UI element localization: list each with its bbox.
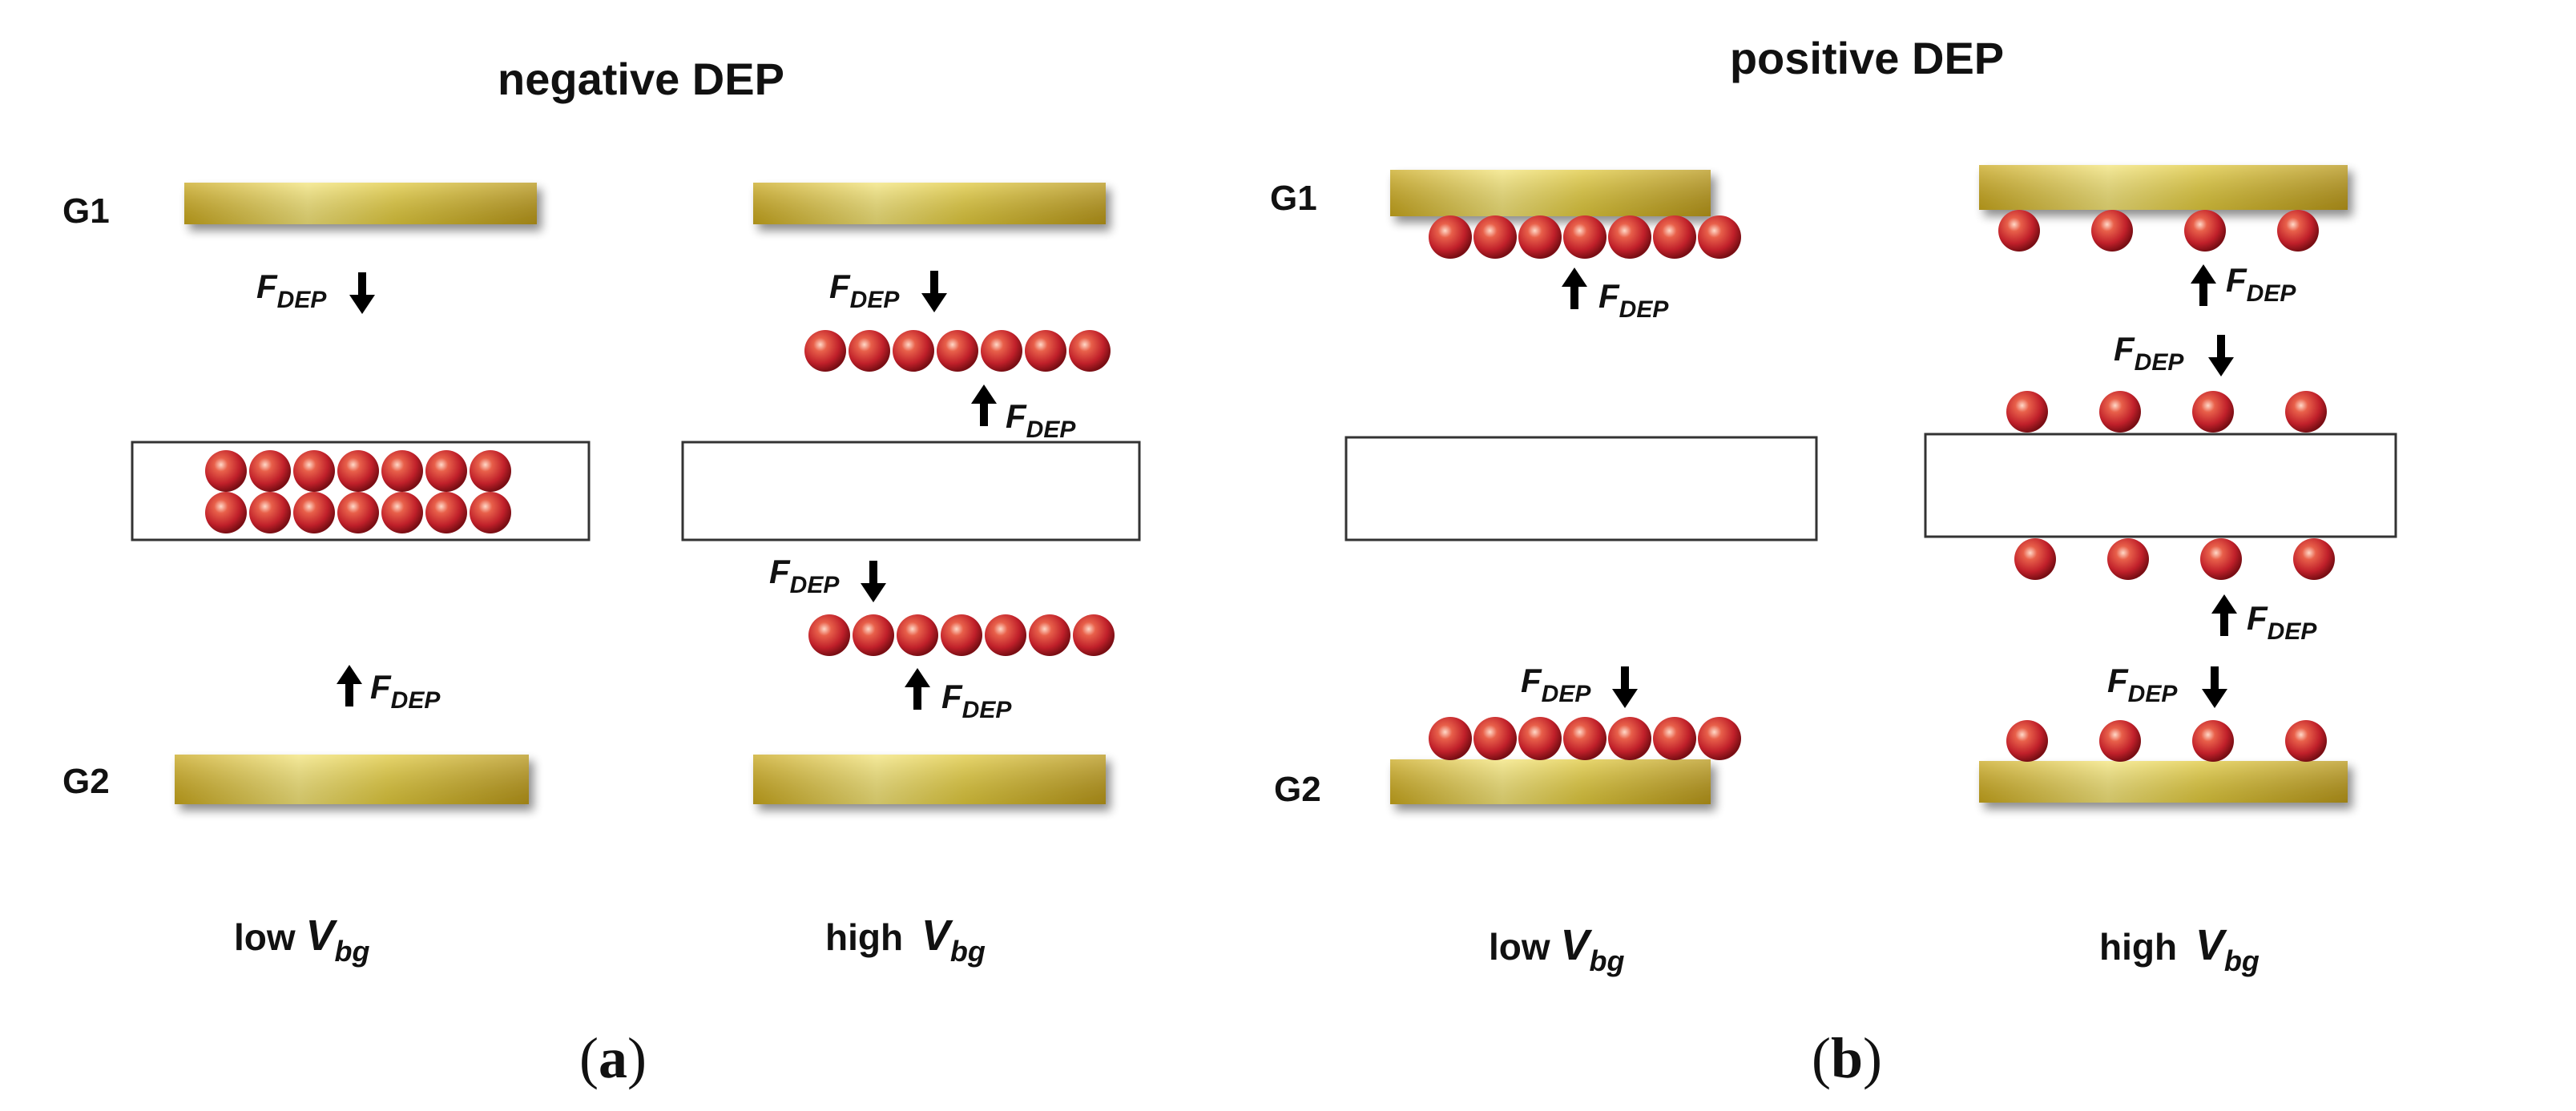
panel-a-high-force-up-bottom: FDEP <box>905 668 1012 723</box>
panel-b-high-force-up-top: FDEP <box>2191 261 2296 307</box>
force-symbol: F <box>2107 662 2129 699</box>
panel-b-high-g2-electrode <box>1979 761 2348 803</box>
down-arrow-icon <box>2208 335 2234 376</box>
panel-b-low-particles-top-row <box>1429 215 1741 259</box>
panel-a-low-force-up: FDEP <box>337 665 441 714</box>
panel-a-low-force-down: FDEP <box>256 268 375 314</box>
up-arrow-icon <box>337 665 362 706</box>
svg-text:FDEP: FDEP <box>1521 662 1591 707</box>
force-subscript: DEP <box>1619 296 1670 323</box>
force-subscript: DEP <box>962 697 1013 723</box>
force-symbol: F <box>1006 397 1027 435</box>
force-symbol: F <box>2114 330 2135 368</box>
panel-a-high-g1-electrode <box>753 183 1106 224</box>
force-symbol: F <box>2226 261 2247 299</box>
panel-a-gate-g2-label: G2 <box>62 762 110 801</box>
force-subscript: DEP <box>277 287 328 313</box>
panel-b-title: positive DEP <box>1730 33 2004 83</box>
panel-b-low-g1-electrode <box>1390 170 1711 216</box>
force-subscript: DEP <box>2247 280 2297 307</box>
panel-b-high-particles-at-g1 <box>1998 210 2319 252</box>
force-symbol: F <box>1521 662 1542 699</box>
panel-a-low-particles-bottom-row <box>205 492 511 533</box>
force-subscript: DEP <box>790 572 841 598</box>
panel-a-low-g2-electrode <box>175 755 529 804</box>
force-symbol: F <box>829 268 851 305</box>
panel-b-high-particles-below-channel <box>2014 538 2335 580</box>
force-subscript: DEP <box>1542 681 1592 707</box>
panel-a-gate-g1-label: G1 <box>62 191 110 231</box>
panel-b-high-force-down-mid: FDEP <box>2114 330 2234 376</box>
up-arrow-icon <box>2191 264 2216 306</box>
up-arrow-icon <box>971 384 997 426</box>
force-subscript: DEP <box>2268 618 2318 645</box>
force-subscript: DEP <box>1026 417 1077 443</box>
panel-a-high-particles-lower-row <box>808 614 1115 656</box>
panel-b-high-vbg-label: high Vbg <box>2099 921 2260 977</box>
svg-text:FDEP: FDEP <box>256 268 327 313</box>
force-symbol: F <box>2247 599 2268 637</box>
panel-a-high-force-down-top: FDEP <box>829 268 947 313</box>
svg-text:FDEP: FDEP <box>2107 662 2178 707</box>
panel-b-gate-g2-label: G2 <box>1274 770 1321 809</box>
panel-b-letter: (b) <box>1812 1026 1882 1090</box>
panel-a-high-force-up-top: FDEP <box>971 384 1076 443</box>
panel-b-high-channel <box>1924 433 2397 538</box>
panel-b-low-force-down: FDEP <box>1521 662 1638 708</box>
force-subscript: DEP <box>2135 349 2185 376</box>
svg-text:FDEP: FDEP <box>2226 261 2296 307</box>
panel-b-low-particles-bottom-row <box>1429 717 1741 760</box>
up-arrow-icon <box>905 668 930 710</box>
panel-a-low-g1-electrode <box>184 183 537 224</box>
svg-text:FDEP: FDEP <box>829 268 900 313</box>
down-arrow-icon <box>1612 666 1638 708</box>
panel-a-low-vbg-label: low Vbg <box>234 912 369 968</box>
panel-b-gate-g1-label: G1 <box>1270 179 1317 218</box>
force-subscript: DEP <box>850 287 901 313</box>
svg-text:FDEP: FDEP <box>2247 599 2317 645</box>
panel-b-high-particles-above-channel <box>2006 391 2327 433</box>
panel-a-high-force-down-bottom: FDEP <box>769 553 886 602</box>
panel-b-high-force-up-mid: FDEP <box>2211 594 2317 645</box>
force-subscript: DEP <box>2128 681 2179 707</box>
svg-text:FDEP: FDEP <box>769 553 840 598</box>
svg-text:FDEP: FDEP <box>1006 397 1076 443</box>
panel-b-low-g2-electrode <box>1390 759 1711 804</box>
down-arrow-icon <box>861 561 886 602</box>
panel-a-high-particles-upper-row <box>804 330 1111 372</box>
svg-text:FDEP: FDEP <box>1598 277 1669 323</box>
panel-b-high-force-down-bottom: FDEP <box>2107 662 2227 708</box>
panel-b-low-force-up: FDEP <box>1562 268 1669 323</box>
down-arrow-icon <box>349 272 375 314</box>
panel-b-high-particles-at-g2 <box>2006 720 2327 762</box>
panel-a-high-channel <box>681 441 1141 541</box>
panel-b-low-vbg-label: low Vbg <box>1489 921 1624 977</box>
svg-text:FDEP: FDEP <box>941 678 1012 723</box>
force-symbol: F <box>370 668 392 706</box>
panel-a-title: negative DEP <box>498 54 784 104</box>
svg-text:FDEP: FDEP <box>370 668 441 714</box>
down-arrow-icon <box>2202 666 2227 708</box>
panel-a-high-vbg-label: high Vbg <box>825 912 986 968</box>
up-arrow-icon <box>2211 594 2237 636</box>
force-symbol: F <box>256 268 278 305</box>
force-symbol: F <box>941 678 963 715</box>
panel-a-high-g2-electrode <box>753 755 1106 804</box>
down-arrow-icon <box>921 271 947 312</box>
up-arrow-icon <box>1562 268 1587 309</box>
panel-b-low-channel <box>1344 436 1818 541</box>
panel-a-letter: (a) <box>579 1026 647 1090</box>
force-subscript: DEP <box>391 687 441 714</box>
panel-a-low-particles-top-row <box>205 450 511 492</box>
panel-b-high-g1-electrode <box>1979 165 2348 210</box>
force-symbol: F <box>1598 277 1620 315</box>
svg-text:FDEP: FDEP <box>2114 330 2184 376</box>
force-symbol: F <box>769 553 791 590</box>
